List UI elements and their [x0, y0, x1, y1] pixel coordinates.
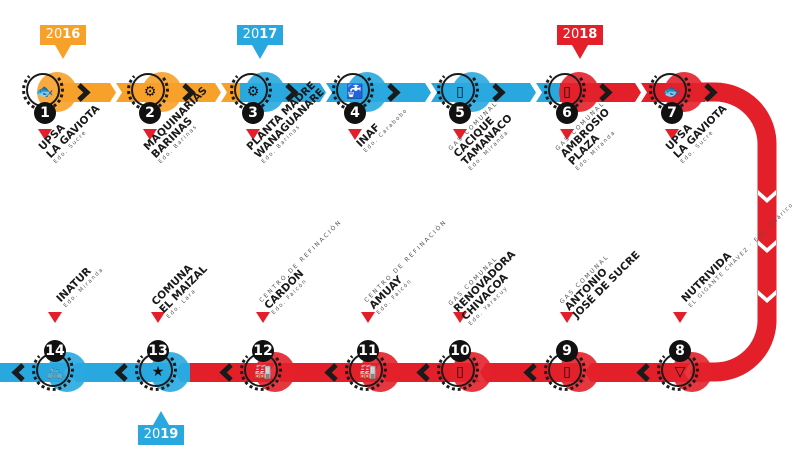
chevron-right-icon [704, 83, 718, 102]
milestone-number: 1 [34, 102, 56, 124]
track-gap [758, 290, 776, 303]
year-suffix: 17 [259, 27, 278, 42]
gas-cylinder-icon: ▯ [563, 364, 571, 380]
pointer-triangle-icon [143, 129, 157, 140]
chevron-left-icon [219, 363, 233, 382]
chevron-left-icon [11, 363, 25, 382]
milestone-number: 12 [252, 340, 274, 362]
pointer-triangle-icon [256, 312, 270, 323]
pointer-triangle-icon [348, 129, 362, 140]
year-marker: 2018 [557, 25, 603, 59]
chevron-left-icon [416, 363, 430, 382]
milestone-number: 5 [449, 102, 471, 124]
milestone-number: 14 [44, 340, 66, 362]
year-prefix: 20 [143, 427, 161, 442]
milestone-number: 10 [449, 340, 471, 362]
year-marker: 2017 [237, 25, 283, 59]
track-gap [215, 83, 227, 102]
year-marker: 2019 [138, 411, 184, 445]
chevron-right-icon [182, 83, 196, 102]
track-gap [110, 83, 122, 102]
chevron-left-icon [636, 363, 650, 382]
pointer-triangle-icon [665, 129, 679, 140]
gas-cylinder-icon: ▯ [456, 84, 464, 100]
chevron-right-icon [599, 83, 613, 102]
pointer-triangle-icon [246, 129, 260, 140]
gas-cylinder-icon: ▯ [456, 364, 464, 380]
star-icon: ★ [151, 364, 165, 380]
pointer-triangle-icon [673, 312, 687, 323]
pointer-triangle-icon [453, 312, 467, 323]
pointer-triangle-icon [48, 312, 62, 323]
refinery-icon: 🏭 [254, 364, 272, 380]
year-prefix: 20 [562, 27, 580, 42]
faucet-icon: 🚰 [346, 84, 364, 100]
gas-cylinder-icon: ▯ [563, 84, 571, 100]
track-gap [320, 83, 332, 102]
year-suffix: 18 [579, 27, 598, 42]
milestone-number: 7 [661, 102, 683, 124]
pointer-triangle-icon [151, 312, 165, 323]
pointer-triangle-icon [361, 312, 375, 323]
track-gap [758, 190, 776, 203]
track-gap [758, 240, 776, 253]
track-gap [530, 83, 542, 102]
chevron-left-icon [324, 363, 338, 382]
pointer-triangle-icon [453, 129, 467, 140]
year-prefix: 20 [242, 27, 260, 42]
fish-icon: 🐟 [36, 84, 54, 100]
milestone-number: 3 [242, 102, 264, 124]
year-suffix: 16 [62, 27, 81, 42]
year-marker: 2016 [40, 25, 86, 59]
track-gap [425, 83, 437, 102]
milestone-number: 9 [556, 340, 578, 362]
year-prefix: 20 [45, 27, 63, 42]
fish-icon: 🐟 [663, 84, 681, 100]
chevron-left-icon [114, 363, 128, 382]
pointer-triangle-icon [560, 129, 574, 140]
milestone-number: 2 [139, 102, 161, 124]
milestone-number: 6 [556, 102, 578, 124]
refinery-icon: 🏭 [359, 364, 377, 380]
chevron-left-icon [523, 363, 537, 382]
bicycles-icon: 🚲 [46, 364, 64, 380]
ice-cream-icon: ▽ [674, 364, 686, 380]
year-suffix: 19 [160, 427, 179, 442]
milestone-number: 8 [669, 340, 691, 362]
gears-icon: ⚙ [143, 84, 157, 100]
pointer-triangle-icon [560, 312, 574, 323]
chevron-right-icon [77, 83, 91, 102]
chevron-right-icon [387, 83, 401, 102]
track-gap [635, 83, 647, 102]
milestone-number: 4 [344, 102, 366, 124]
chevron-right-icon [492, 83, 506, 102]
milestone-number: 11 [357, 340, 379, 362]
chevron-right-icon [285, 83, 299, 102]
pointer-triangle-icon [38, 129, 52, 140]
milestone-number: 13 [147, 340, 169, 362]
gears-icon: ⚙ [246, 84, 260, 100]
track-curve [700, 82, 777, 382]
